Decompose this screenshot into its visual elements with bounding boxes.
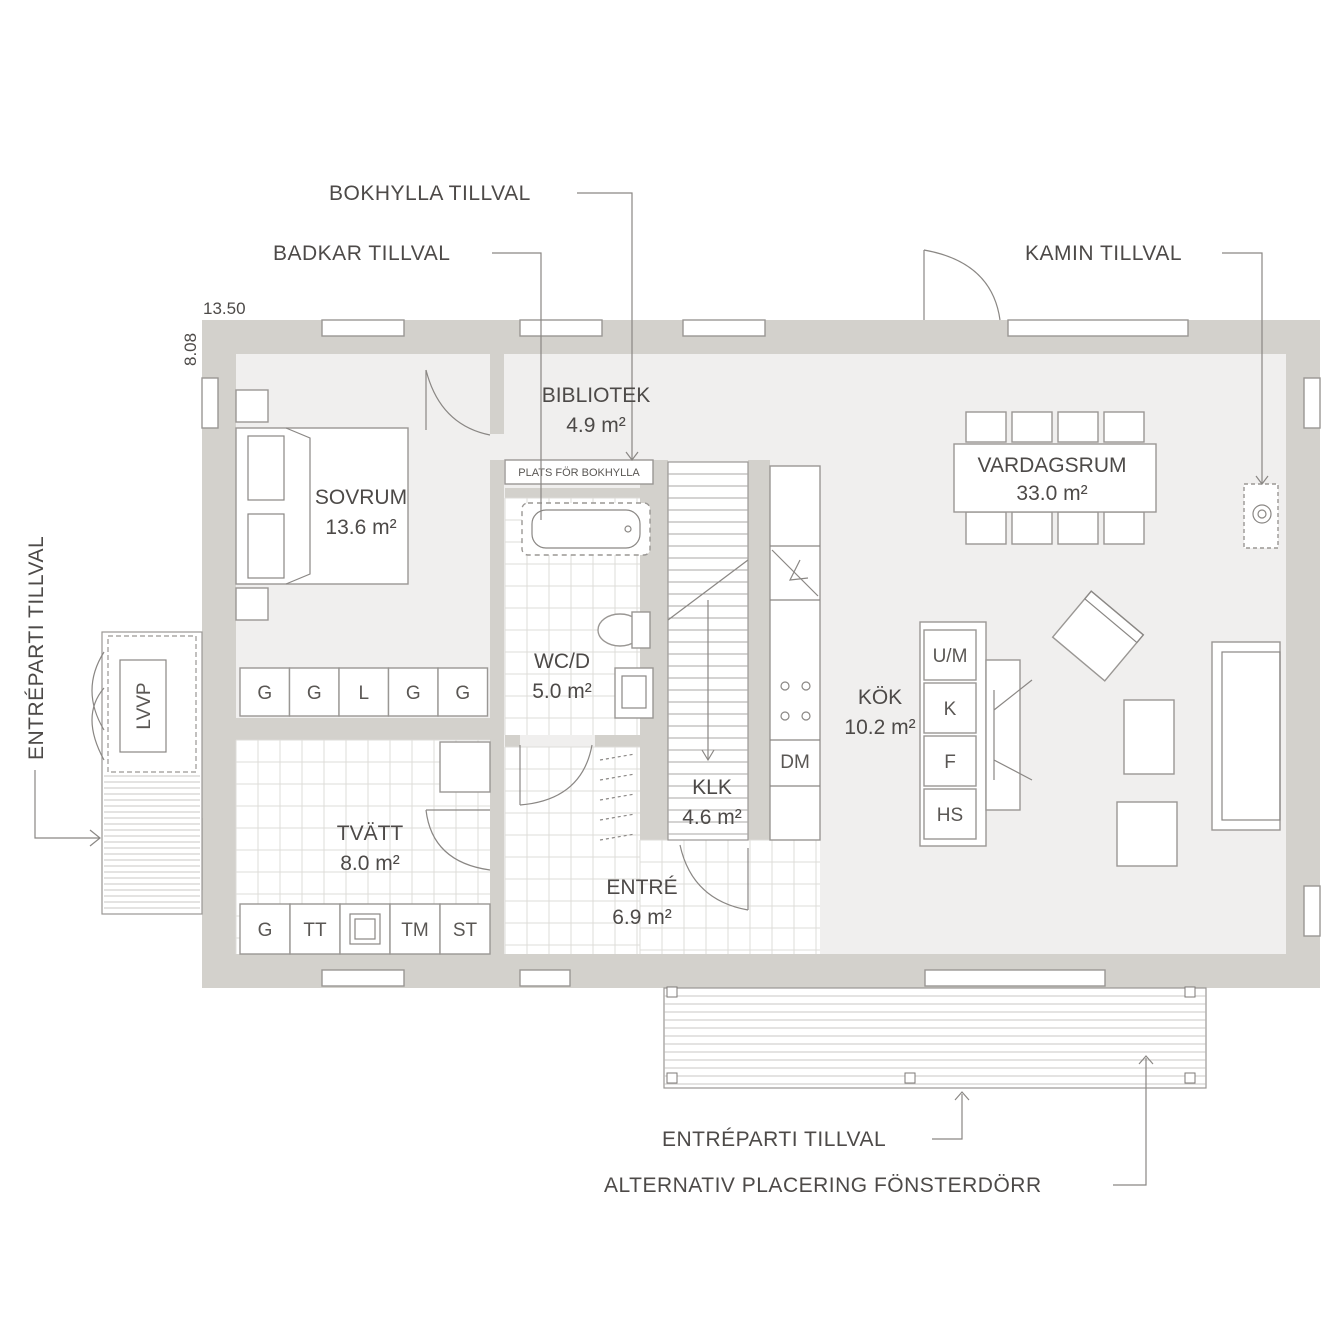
lvvp-unit <box>119 659 167 753</box>
laundry-unit <box>289 903 341 955</box>
back-deck <box>663 986 1207 1089</box>
laundry-cabinet <box>439 741 491 793</box>
laundry-label: TM <box>401 920 428 941</box>
dm-label: DM <box>780 752 810 773</box>
room-kok-name: KÖK <box>858 686 902 709</box>
room-sovrum-name: SOVRUM <box>315 486 407 509</box>
annotation-kamin: KAMIN TILLVAL <box>1025 242 1182 265</box>
room-entre-name: ENTRÉ <box>606 876 677 899</box>
room-vardagsrum-area: 33.0 m² <box>1016 482 1087 505</box>
room-sovrum-area: 13.6 m² <box>325 516 396 539</box>
annotation-entreparti-left: ENTRÉPARTI TILLVAL <box>25 536 48 760</box>
annotation-alternativ: ALTERNATIV PLACERING FÖNSTERDÖRR <box>604 1174 1042 1197</box>
laundry-label: TT <box>303 920 327 941</box>
island-unit <box>923 788 977 840</box>
room-klk-name: KLK <box>692 776 732 799</box>
island-unit <box>923 682 977 734</box>
side-entrance: LVVP <box>91 631 203 915</box>
toilet <box>597 611 651 649</box>
island-label: HS <box>937 805 963 826</box>
lvvp-label: LVVP <box>134 682 155 729</box>
kitchen-island: U/M K F HS <box>919 621 987 847</box>
laundry-label: G <box>258 920 273 941</box>
wardrobe-unit <box>437 667 489 717</box>
room-bibliotek-name: BIBLIOTEK <box>542 384 651 407</box>
wardrobe-label: G <box>406 683 421 704</box>
bathtub <box>521 502 651 556</box>
bed <box>235 389 409 621</box>
island-unit <box>923 629 977 681</box>
wardrobe-label: G <box>455 683 470 704</box>
bookshelf-place-label: PLATS FÖR BOKHYLLA <box>518 467 640 479</box>
leader-lines <box>34 192 1269 1186</box>
wardrobe-unit <box>239 667 291 717</box>
island-unit <box>923 735 977 787</box>
width-dimension: 13.50 <box>203 299 246 318</box>
room-bibliotek-area: 4.9 m² <box>566 414 626 437</box>
room-vardagsrum-name: VARDAGSRUM <box>978 454 1127 477</box>
room-wcd-name: WC/D <box>534 650 590 673</box>
laundry-sink <box>349 913 381 945</box>
room-tvatt-area: 8.0 m² <box>340 852 400 875</box>
annotation-entreparti-bottom: ENTRÉPARTI TILLVAL <box>662 1128 886 1151</box>
room-klk-area: 4.6 m² <box>682 806 742 829</box>
living-furniture <box>1051 483 1281 867</box>
dining-table <box>953 411 1157 545</box>
wardrobe-label: G <box>307 683 322 704</box>
island-label: U/M <box>933 646 968 667</box>
hob <box>985 659 1033 811</box>
interior-walls <box>236 320 926 970</box>
room-kok-area: 10.2 m² <box>844 716 915 739</box>
laundry-unit <box>439 903 491 955</box>
staircase <box>667 461 749 841</box>
depth-dimension: 8.08 <box>181 333 200 366</box>
kitchen-counter: DM <box>769 465 821 841</box>
island-label: F <box>944 752 956 773</box>
wardrobe-unit <box>387 667 439 717</box>
laundry-unit <box>239 903 291 955</box>
wardrobe-unit <box>338 667 390 717</box>
wardrobe-label: L <box>358 683 369 704</box>
laundry-unit <box>339 903 391 955</box>
annotation-bokhylla: BOKHYLLA TILLVAL <box>329 182 531 205</box>
laundry-units: G TT TM ST <box>239 903 491 955</box>
laundry-label: ST <box>453 920 478 941</box>
room-wcd-area: 5.0 m² <box>532 680 592 703</box>
room-tvatt-name: TVÄTT <box>337 822 404 845</box>
annotation-badkar: BADKAR TILLVAL <box>273 242 450 265</box>
room-entre-area: 6.9 m² <box>612 906 672 929</box>
bookshelf-place <box>504 459 654 485</box>
wardrobe-label: G <box>257 683 272 704</box>
island-label: K <box>944 699 957 720</box>
